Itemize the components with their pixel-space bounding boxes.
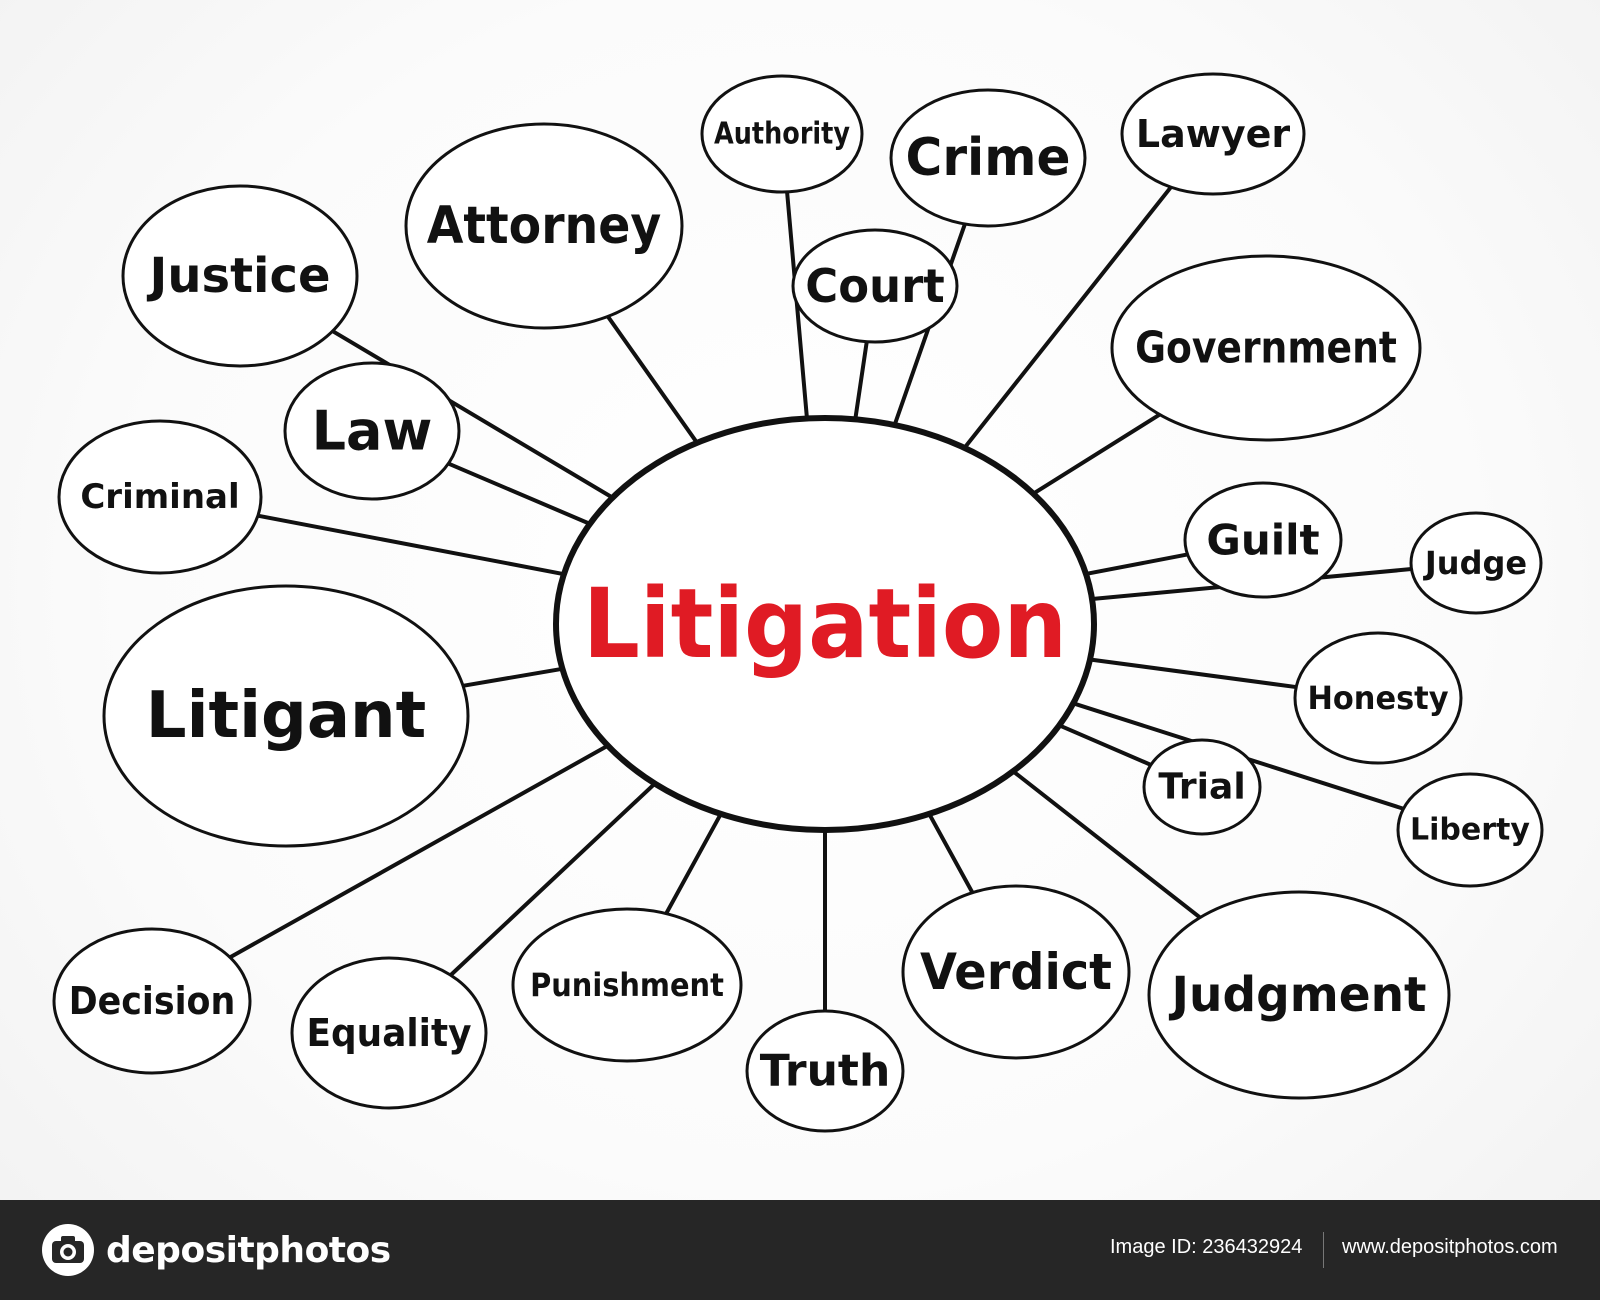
node-label-judgment: Judgment: [1169, 967, 1427, 1023]
connector-lines: [227, 185, 1414, 1013]
node-label-equality: Equality: [307, 1011, 472, 1055]
connector-litigant: [461, 666, 565, 688]
node-ellipse-authority: [700, 74, 864, 194]
node-label-attorney: Attorney: [427, 196, 662, 256]
node-trial: Trial: [1142, 738, 1262, 836]
node-law: Law: [283, 361, 461, 501]
node-ellipse-criminal: [57, 419, 263, 575]
node-ellipse-law: [283, 361, 461, 501]
node-ellipse-justice: [121, 184, 359, 368]
node-verdict: Verdict: [901, 884, 1131, 1060]
node-label-justice: Justice: [146, 248, 330, 304]
footer-bar: depositphotos Image ID: 236432924 www.de…: [0, 1200, 1600, 1300]
connector-judgment: [1011, 769, 1203, 920]
node-litigant: Litigant: [102, 584, 470, 848]
brand-name: depositphotos: [106, 1229, 391, 1271]
connector-attorney: [605, 314, 700, 445]
node-authority: Authority: [700, 74, 864, 194]
node-label-lawyer: Lawyer: [1136, 112, 1291, 156]
node-label-criminal: Criminal: [80, 477, 239, 517]
connector-lawyer: [962, 185, 1173, 450]
connector-justice: [330, 329, 615, 500]
node-label-trial: Trial: [1158, 767, 1245, 808]
node-label-guilt: Guilt: [1206, 516, 1319, 565]
node-label-honesty: Honesty: [1307, 679, 1448, 717]
node-truth: Truth: [745, 1009, 905, 1133]
node-court: Court: [791, 228, 959, 344]
connector-guilt: [1083, 552, 1190, 576]
node-ellipse-judge: [1409, 511, 1543, 615]
node-ellipse-equality: [290, 956, 488, 1110]
node-crime: Crime: [889, 88, 1087, 228]
node-label-authority: Authority: [714, 117, 850, 152]
node-justice: Justice: [121, 184, 359, 368]
node-label-truth: Truth: [760, 1046, 891, 1097]
node-label-verdict: Verdict: [920, 943, 1112, 1001]
image-id: Image ID: 236432924: [1110, 1236, 1303, 1258]
node-government: Government: [1110, 254, 1422, 442]
node-label-punishment: Punishment: [530, 966, 724, 1004]
footer-divider: [1323, 1232, 1324, 1268]
connector-criminal: [255, 513, 566, 577]
connector-verdict: [927, 811, 975, 895]
node-ellipse-attorney: [404, 122, 684, 330]
node-ellipse-guilt: [1183, 481, 1343, 599]
node-honesty: Honesty: [1293, 631, 1463, 765]
connector-equality: [448, 781, 657, 978]
connector-trial: [1057, 723, 1153, 767]
node-ellipse-government: [1110, 254, 1422, 442]
node-ellipse-decision: [52, 927, 252, 1075]
node-lawyer: Lawyer: [1120, 72, 1306, 196]
connector-court: [853, 339, 869, 422]
connector-punishment: [664, 811, 723, 916]
node-guilt: Guilt: [1183, 481, 1343, 599]
brand: depositphotos: [40, 1222, 391, 1278]
node-label-crime: Crime: [906, 128, 1071, 188]
node-label-liberty: Liberty: [1410, 813, 1530, 848]
node-ellipse-liberty: [1396, 772, 1544, 888]
node-ellipse-truth: [745, 1009, 905, 1133]
node-ellipse-court: [791, 228, 959, 344]
connector-law: [446, 461, 592, 526]
center-node-label: Litigation: [583, 568, 1067, 680]
node-decision: Decision: [52, 927, 252, 1075]
node-criminal: Criminal: [57, 419, 263, 575]
node-judge: Judge: [1409, 511, 1543, 615]
node-label-law: Law: [312, 400, 433, 463]
node-label-decision: Decision: [69, 979, 236, 1023]
node-attorney: Attorney: [404, 122, 684, 330]
site-url: www.depositphotos.com: [1342, 1236, 1558, 1258]
node-equality: Equality: [290, 956, 488, 1110]
node-ellipse-punishment: [511, 907, 743, 1063]
node-ellipse-lawyer: [1120, 72, 1306, 196]
camera-icon: [42, 1224, 94, 1276]
node-ellipse-judgment: [1147, 890, 1451, 1100]
node-punishment: Punishment: [511, 907, 743, 1063]
node-ellipse-honesty: [1293, 631, 1463, 765]
node-ellipse-litigant: [102, 584, 470, 848]
node-ellipse-verdict: [901, 884, 1131, 1060]
node-ellipse-trial: [1142, 738, 1262, 836]
node-label-court: Court: [805, 259, 944, 313]
center-node-ellipse: [553, 415, 1097, 833]
connector-honesty: [1087, 657, 1299, 690]
node-label-government: Government: [1135, 323, 1397, 374]
center-node: Litigation: [553, 415, 1097, 833]
connector-government: [1031, 412, 1162, 496]
node-label-litigant: Litigant: [146, 679, 426, 753]
node-label-judge: Judge: [1423, 544, 1527, 582]
node-liberty: Liberty: [1396, 772, 1544, 888]
node-judgment: Judgment: [1147, 890, 1451, 1100]
node-ellipse-crime: [889, 88, 1087, 228]
connector-decision: [227, 743, 610, 960]
